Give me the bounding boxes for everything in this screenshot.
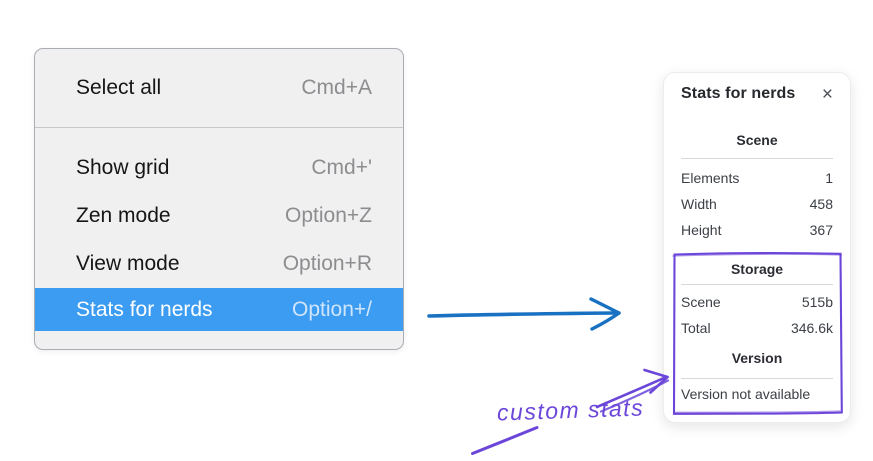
blue-arrow <box>427 297 621 331</box>
context-menu: Select all Cmd+A Show grid Cmd+' Zen mod… <box>34 48 404 350</box>
menu-item-label: Show grid <box>76 156 170 179</box>
menu-item-zen-mode[interactable]: Zen mode Option+Z <box>35 192 403 240</box>
section-heading-scene: Scene <box>736 132 778 148</box>
stats-panel: Stats for nerds × Scene Elements 1 Width… <box>663 72 851 423</box>
menu-item-show-grid[interactable]: Show grid Cmd+' <box>35 144 403 192</box>
menu-item-shortcut: Option+Z <box>285 204 372 227</box>
menu-item-shortcut: Option+/ <box>292 297 372 321</box>
stats-panel-header: Stats for nerds × <box>681 83 833 105</box>
stat-row-width: Width 458 <box>681 191 833 217</box>
scene-rows: Elements 1 Width 458 Height 367 <box>681 165 833 243</box>
stat-label: Scene <box>681 294 721 310</box>
menu-item-label: Select all <box>76 76 162 99</box>
stat-label: Width <box>681 196 717 212</box>
stat-value: 515b <box>801 294 833 310</box>
stat-value: 346.6k <box>790 320 833 336</box>
menu-item-shortcut: Cmd+A <box>301 76 372 99</box>
version-note: Version not available <box>681 386 811 402</box>
menu-section-bottom: Show grid Cmd+' Zen mode Option+Z View m… <box>35 128 403 331</box>
menu-item-select-all[interactable]: Select all Cmd+A <box>35 49 403 127</box>
storage-rows: Scene 515b Total 346.6k <box>681 289 833 341</box>
menu-item-label: Stats for nerds <box>76 297 213 321</box>
stats-panel-title: Stats for nerds <box>681 85 796 102</box>
menu-section-top: Select all Cmd+A <box>35 49 403 127</box>
section-heading-storage: Storage <box>730 261 784 277</box>
stat-value: 367 <box>809 222 833 238</box>
menu-item-view-mode[interactable]: View mode Option+R <box>35 240 403 288</box>
menu-separator <box>35 127 403 128</box>
stat-value: 458 <box>809 196 833 212</box>
menu-item-shortcut: Cmd+' <box>311 156 372 179</box>
stat-row-elements: Elements 1 <box>681 165 833 191</box>
stat-value: 1 <box>825 170 833 186</box>
menu-item-shortcut: Option+R <box>282 252 372 275</box>
stat-label: Elements <box>681 170 740 186</box>
custom-stats-annotation: custom stats <box>496 394 645 426</box>
menu-item-label: View mode <box>76 252 180 275</box>
stat-row-scene-size: Scene 515b <box>681 289 833 315</box>
menu-item-label: Zen mode <box>76 204 171 227</box>
divider <box>681 284 833 285</box>
close-icon[interactable]: × <box>821 83 833 105</box>
stat-label: Total <box>681 320 711 336</box>
divider <box>681 378 833 379</box>
section-heading-version: Version <box>731 350 783 366</box>
stat-label: Height <box>681 222 722 238</box>
stat-row-height: Height 367 <box>681 217 833 243</box>
stat-row-total-size: Total 346.6k <box>681 315 833 341</box>
purple-tail-stroke <box>471 426 539 455</box>
divider <box>681 158 833 159</box>
menu-item-stats-for-nerds[interactable]: Stats for nerds Option+/ <box>35 288 403 331</box>
